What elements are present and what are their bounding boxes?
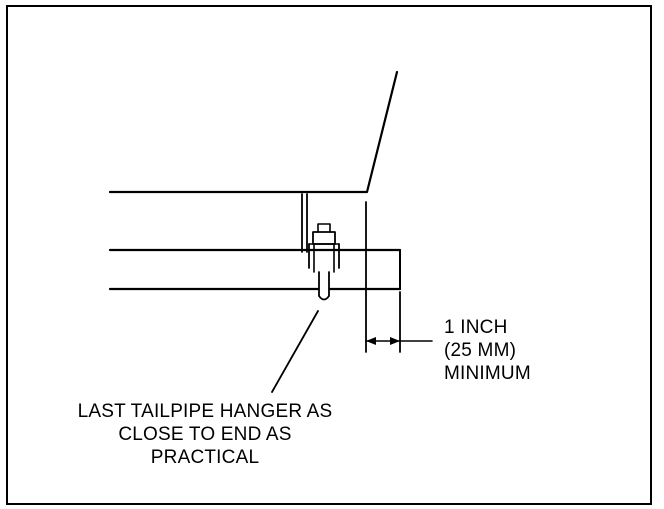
body-bracket [301,193,308,253]
hanger-leader-line [271,310,319,393]
dimension-label: 1 INCH (25 MM) MINIMUM [444,316,531,385]
diagram-border [6,5,652,505]
dimension-label-line1: 1 INCH [444,317,508,338]
tailpipe-hanger [308,223,340,301]
dimension-label-line3: MINIMUM [444,363,531,384]
dimension-arrow-left [366,337,376,345]
hanger-label-line2: CLOSE TO END AS [118,424,292,445]
hanger-label-line1: LAST TAILPIPE HANGER AS [77,401,333,422]
hanger-label: LAST TAILPIPE HANGER AS CLOSE TO END AS … [40,400,370,469]
dimension-label-line2: (25 MM) [444,340,517,361]
vehicle-body-outline [108,70,399,194]
dimension-arrow-right [390,337,400,345]
hanger-label-line3: PRACTICAL [150,447,260,468]
